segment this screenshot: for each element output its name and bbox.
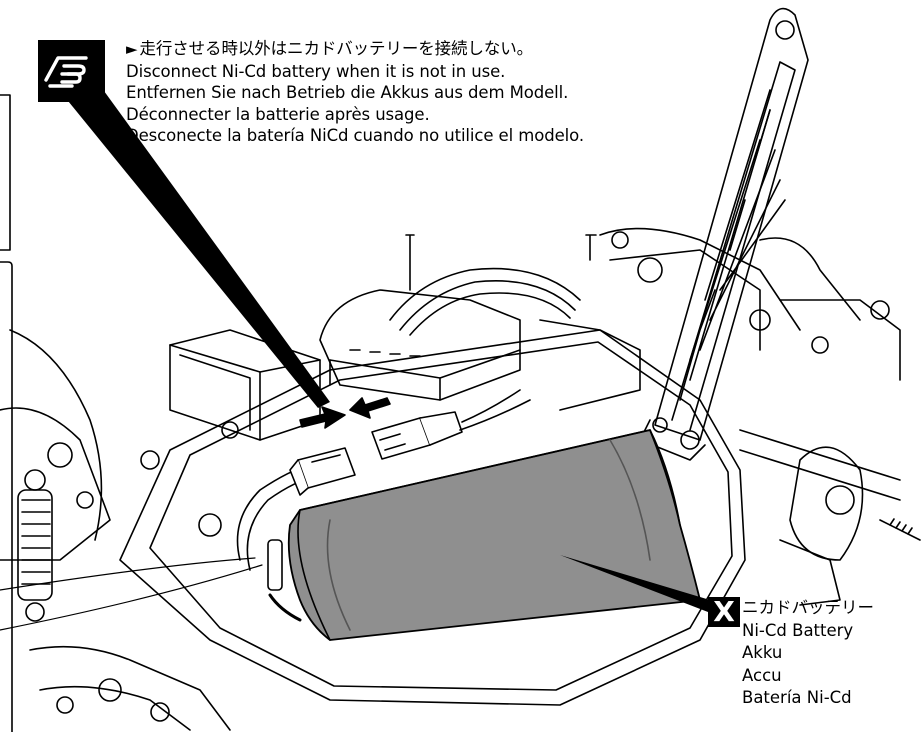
caution-line-fr: Déconnecter la batterie après usage. xyxy=(126,104,430,124)
nicd-battery xyxy=(287,429,701,641)
battery-connector xyxy=(289,447,356,496)
part-label-es: Batería Ni-Cd xyxy=(742,688,852,707)
caution-text: ►走行させる時以外はニカドバッテリーを接続しない。 Disconnect Ni-… xyxy=(126,38,584,147)
receiver-box xyxy=(169,329,321,441)
part-label: ニカドバッテリー Ni-Cd Battery Akku Accu Batería… xyxy=(742,597,874,710)
part-id-badge: X xyxy=(708,597,740,627)
pointer-triangle-icon: ► xyxy=(126,40,138,58)
part-label-fr: Accu xyxy=(742,665,782,685)
connect-arrow-left xyxy=(349,397,391,419)
left-frame-upper xyxy=(0,94,11,251)
left-suspension xyxy=(0,329,231,731)
pointing-hand-icon xyxy=(44,56,88,88)
caution-pointer xyxy=(64,80,330,408)
caution-line-es: Desconecte la batería NiCd cuando no uti… xyxy=(126,126,584,145)
speed-controller xyxy=(319,267,641,411)
caution-line-ja: ►走行させる時以外はニカドバッテリーを接続しない。 xyxy=(126,38,584,61)
connect-arrow-right xyxy=(299,406,346,429)
esc-connector xyxy=(371,389,531,460)
caution-box xyxy=(38,40,105,102)
part-label-de: Akku xyxy=(742,643,783,662)
right-suspension xyxy=(599,227,921,606)
battery-leader xyxy=(560,555,710,612)
caution-line-de: Entfernen Sie nach Betrieb die Akkus aus… xyxy=(126,83,569,102)
left-frame-lower xyxy=(0,261,13,732)
caution-line-en: Disconnect Ni-Cd battery when it is not … xyxy=(126,61,506,81)
part-label-ja: ニカドバッテリー xyxy=(742,598,874,617)
part-label-en: Ni-Cd Battery xyxy=(742,620,854,640)
battery-strap xyxy=(639,7,809,461)
